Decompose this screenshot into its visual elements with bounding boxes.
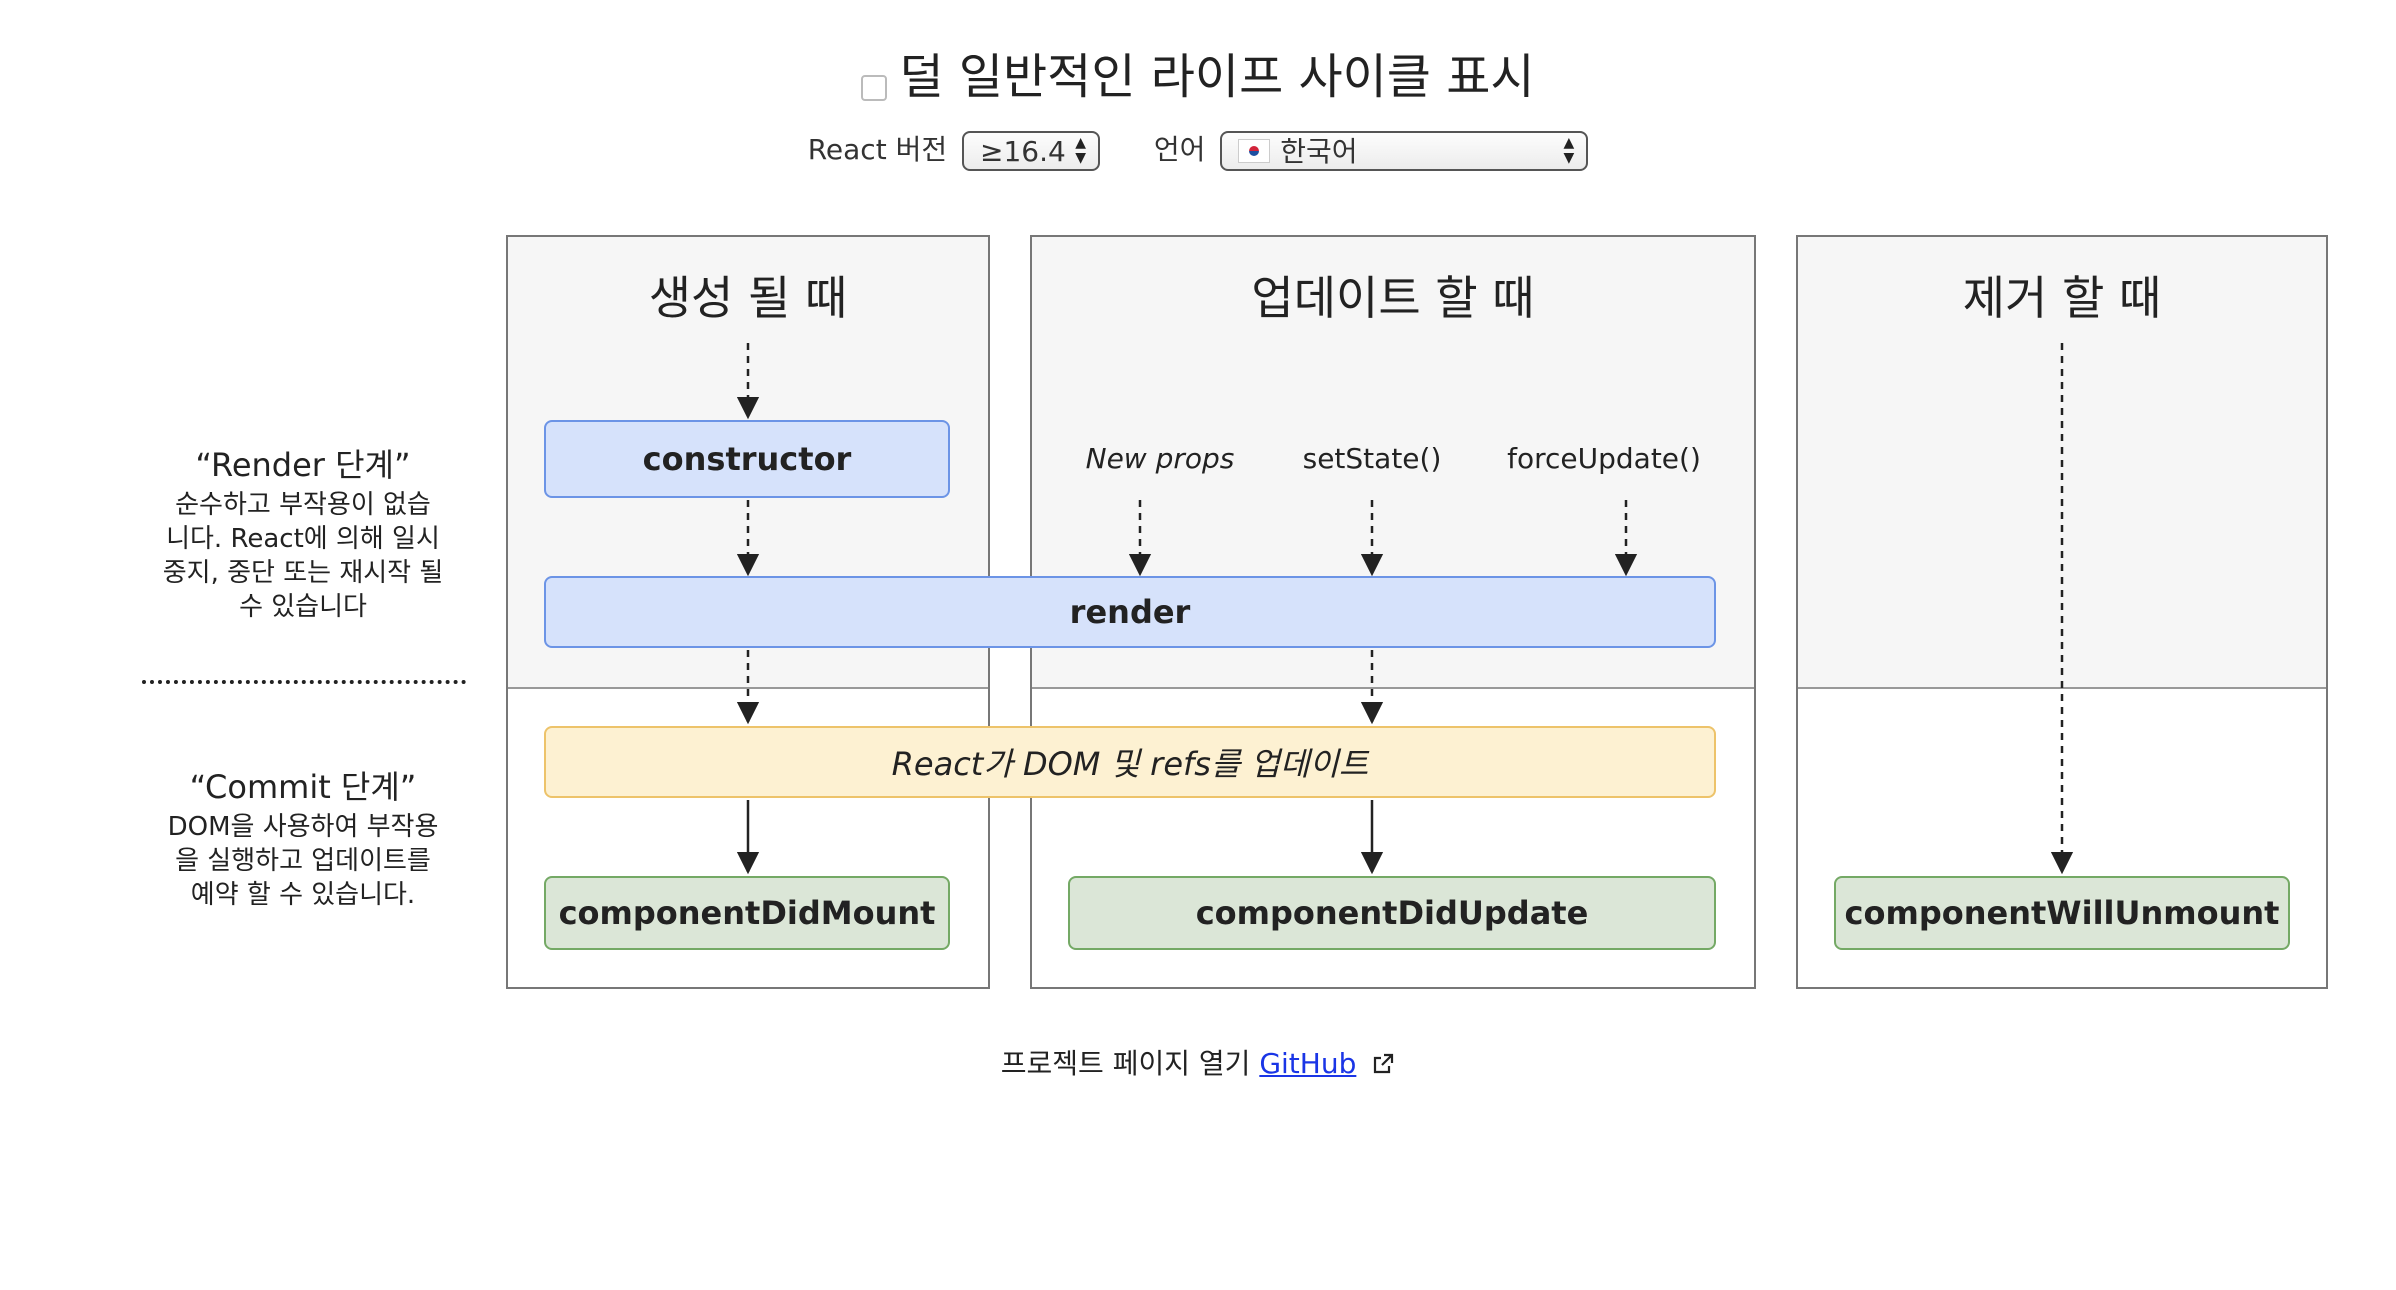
- footer: 프로젝트 페이지 열기 GitHub: [0, 1044, 2396, 1084]
- external-link-icon[interactable]: [1371, 1052, 1395, 1076]
- react-version-label: React 버전: [807, 133, 948, 166]
- render-phase-description: 순수하고 부작용이 없습 니다. React에 의해 일시 중지, 중단 또는 …: [143, 488, 463, 624]
- render-phase-title: “Render 단계”: [195, 446, 411, 484]
- react-version-select[interactable]: ≥16.4 ▲▼: [962, 131, 1101, 171]
- render-desc-line: 중지, 중단 또는 재시작 될: [162, 558, 444, 588]
- render-desc-line: 순수하고 부작용이 없습: [175, 490, 431, 520]
- react-version-value: ≥16.4: [980, 135, 1066, 168]
- trigger-set-state: setState(): [1302, 442, 1442, 475]
- select-arrows-icon: ▲▼: [1075, 135, 1087, 166]
- phase-divider: [142, 680, 466, 684]
- render-node: render: [544, 576, 1716, 648]
- commit-phase-description: DOM을 사용하여 부작용 을 실행하고 업데이트를 예약 할 수 있습니다.: [143, 810, 463, 912]
- lifecycle-toggle-row: 덜 일반적인 라이프 사이클 표시: [0, 42, 2396, 112]
- constructor-node: constructor: [544, 420, 950, 498]
- updating-title: 업데이트 할 때: [1251, 271, 1535, 325]
- unmounting-title: 제거 할 때: [1962, 271, 2162, 325]
- component-did-update-node: componentDidUpdate: [1068, 876, 1716, 950]
- show-less-common-checkbox[interactable]: [861, 75, 888, 101]
- commit-desc-line: DOM을 사용하여 부작용: [167, 812, 439, 842]
- language-label: 언어: [1153, 133, 1206, 166]
- show-less-common-label[interactable]: 덜 일반적인 라이프 사이클 표시: [899, 49, 1535, 105]
- dom-update-node: React가 DOM 및 refs를 업데이트: [544, 726, 1716, 798]
- render-desc-line: 니다. React에 의해 일시: [166, 524, 440, 554]
- korea-flag-icon: [1238, 139, 1271, 163]
- mounting-title: 생성 될 때: [648, 271, 848, 325]
- commit-desc-line: 을 실행하고 업데이트를: [175, 846, 431, 876]
- select-arrows-icon: ▲▼: [1563, 135, 1575, 166]
- trigger-new-props: New props: [1085, 442, 1235, 475]
- commit-phase-title: “Commit 단계”: [189, 768, 417, 806]
- component-did-mount-node: componentDidMount: [544, 876, 950, 950]
- commit-desc-line: 예약 할 수 있습니다.: [190, 880, 416, 910]
- render-desc-line: 수 있습니다: [239, 592, 367, 622]
- controls-row: React 버전 ≥16.4 ▲▼ 언어 한국어 ▲▼: [0, 128, 2396, 172]
- trigger-force-update: forceUpdate(): [1507, 442, 1701, 475]
- language-select[interactable]: 한국어 ▲▼: [1220, 131, 1589, 171]
- component-will-unmount-node: componentWillUnmount: [1834, 876, 2290, 950]
- language-value: 한국어: [1280, 135, 1358, 168]
- github-link[interactable]: GitHub: [1259, 1047, 1357, 1080]
- footer-text: 프로젝트 페이지 열기: [1000, 1047, 1251, 1080]
